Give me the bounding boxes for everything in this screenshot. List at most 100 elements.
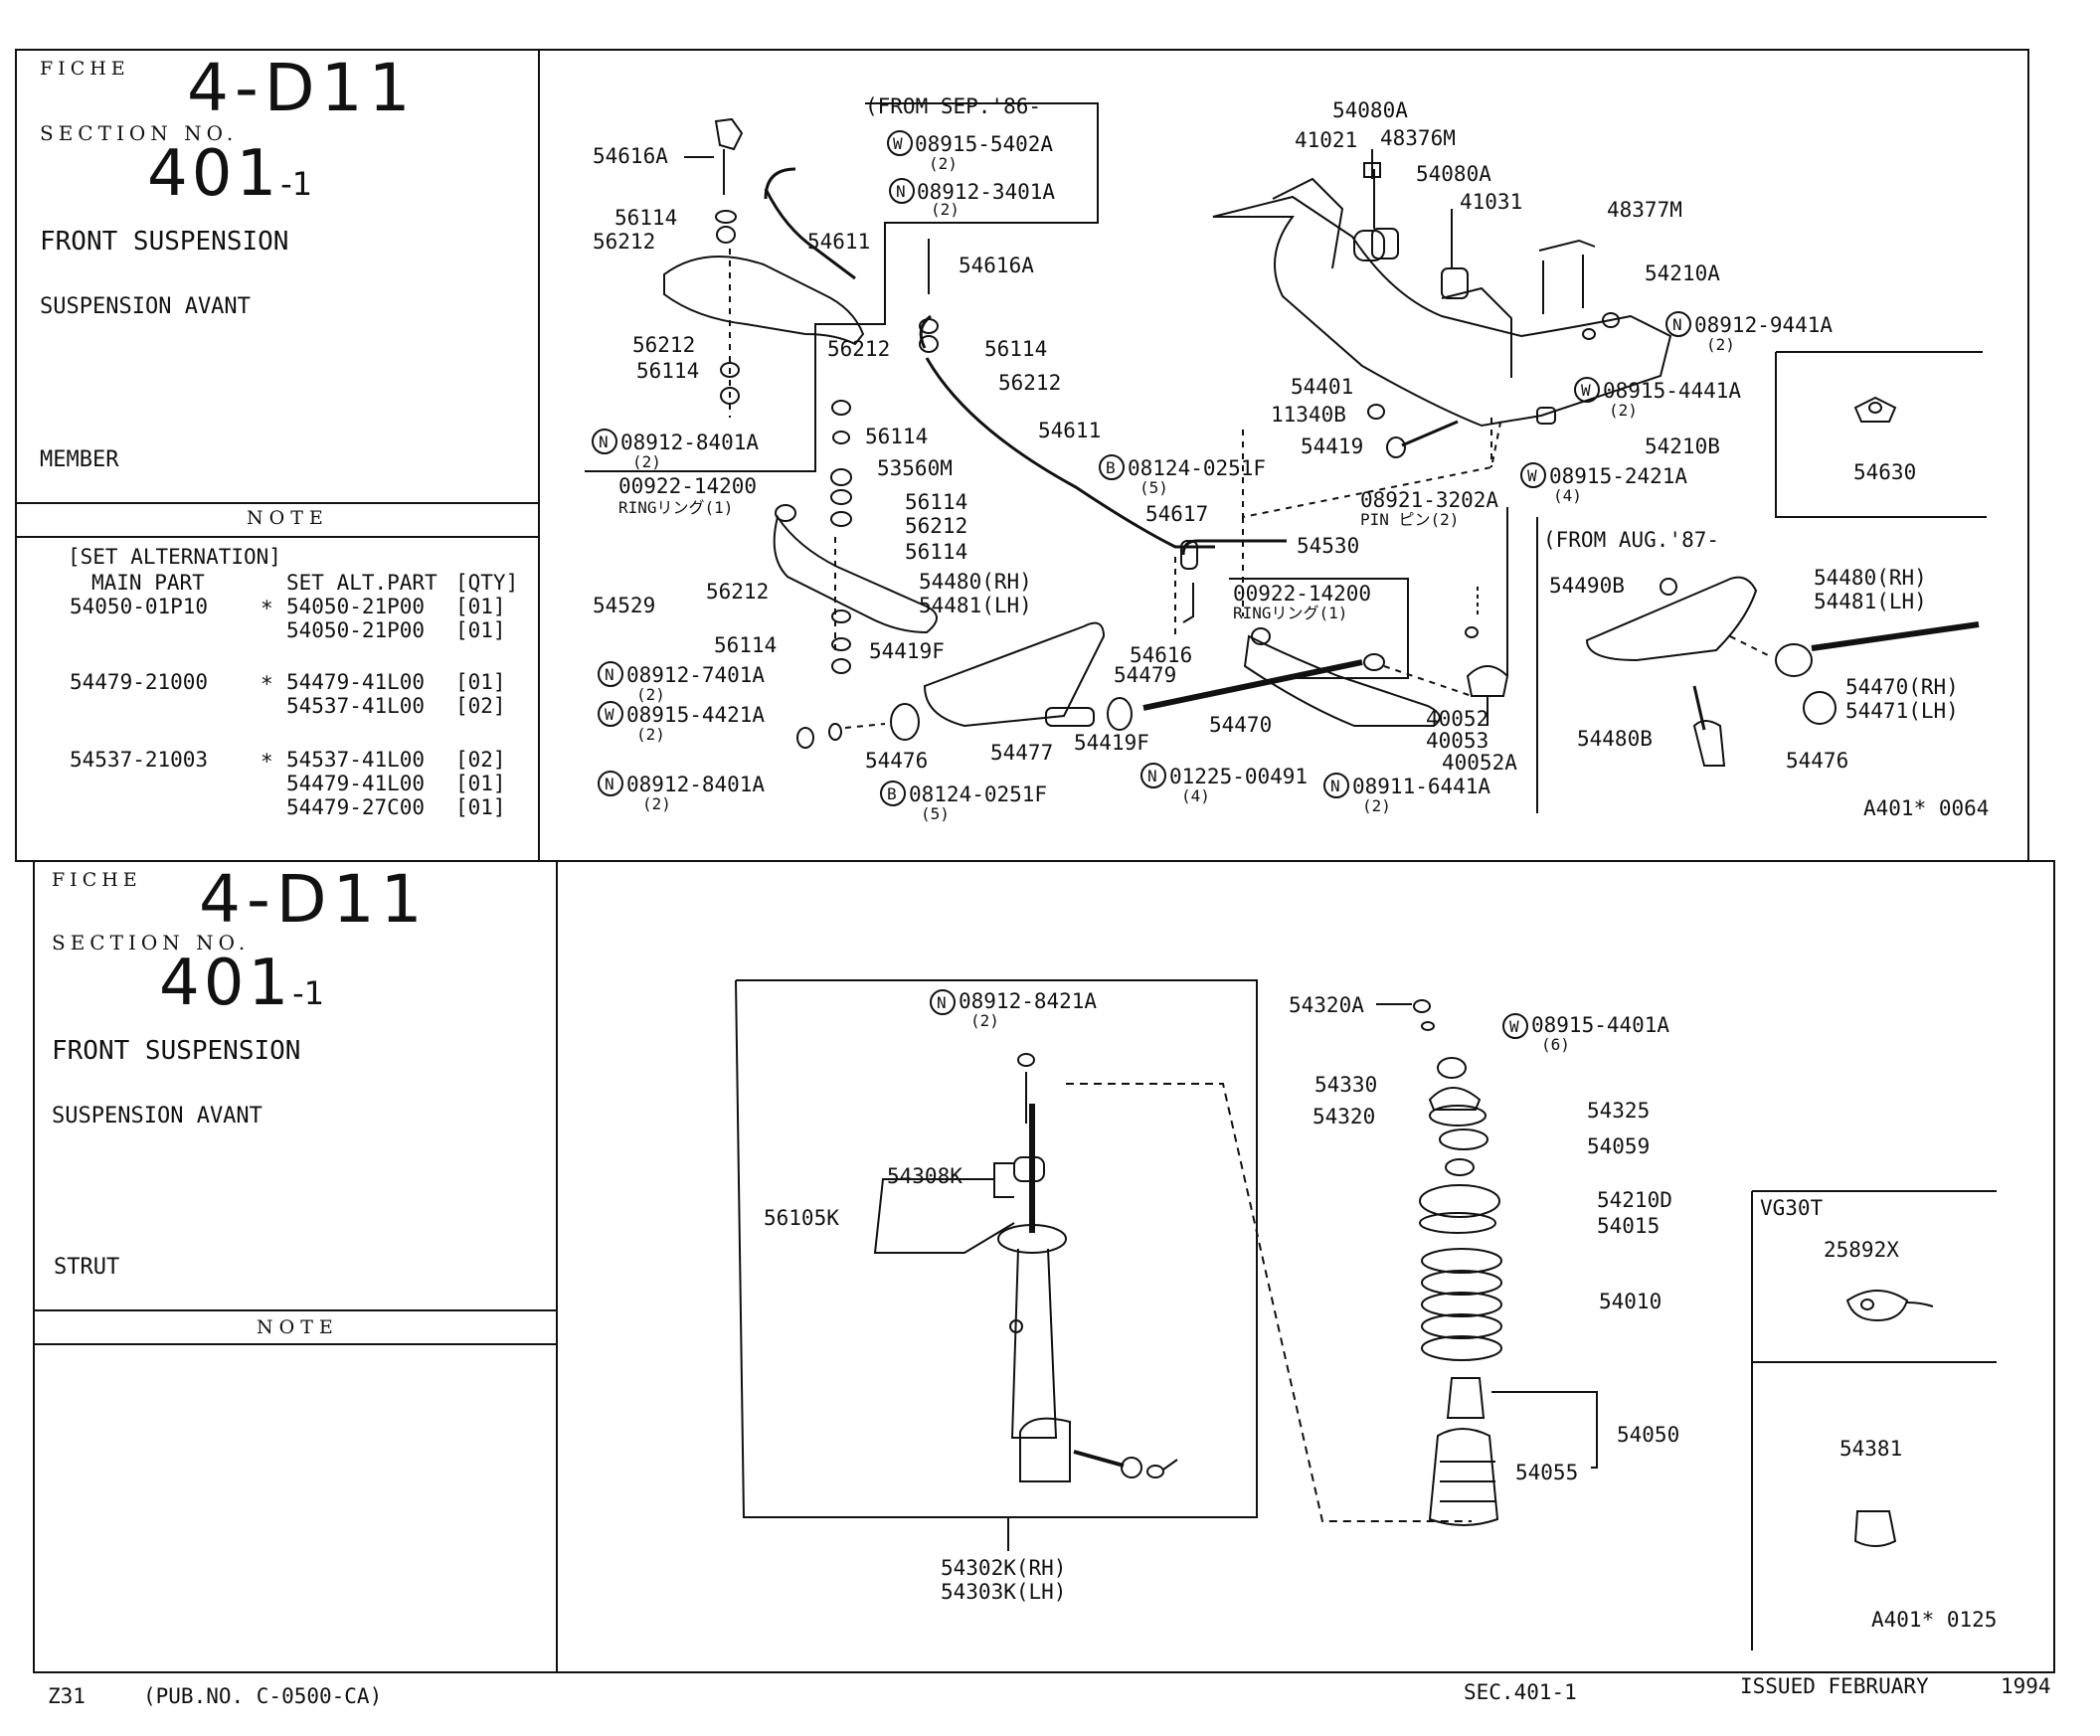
note-label: NOTE — [247, 507, 329, 529]
label-08915-2421a: 08915-2421A — [1549, 464, 1687, 488]
label-54330: 54330 — [1314, 1073, 1377, 1097]
label-54490b: 54490B — [1549, 574, 1625, 598]
label-54419f: 54419F — [1074, 731, 1149, 755]
label-11340b: 11340B — [1271, 403, 1346, 427]
label-08912-9441a: 08912-9441A — [1694, 313, 1833, 337]
knuckle — [1019, 1417, 1071, 1482]
label-08915-4421a: 08915-4421A — [626, 703, 765, 727]
label-40053: 40053 — [1426, 729, 1488, 753]
label-41021: 41021 — [1295, 128, 1357, 152]
label-56212: 56212 — [706, 580, 769, 604]
label-54611: 54611 — [1038, 419, 1101, 442]
section-number: 401-1 — [159, 947, 324, 1020]
qty-2: (2) — [636, 725, 665, 744]
insulator-54630 — [1853, 396, 1897, 423]
label-08124-0251f: 08124-0251F — [909, 782, 1047, 806]
set-alt-part: 54479-41L00 — [286, 772, 426, 795]
bracket-87 — [1585, 576, 1758, 662]
label-54477: 54477 — [990, 741, 1053, 765]
label-08911-6441a: 08911-6441A — [1352, 775, 1490, 798]
coil-spring — [1421, 1248, 1502, 1274]
label-54480-rh: 54480(RH) — [919, 570, 1032, 594]
svg-text:N: N — [1147, 767, 1157, 785]
sensor-25892x — [1845, 1290, 1909, 1322]
frame-lines — [15, 49, 2055, 1673]
qty-2: (2) — [1706, 335, 1735, 354]
set-alt-part: 54050-21P00 — [286, 595, 426, 618]
label-54617: 54617 — [1145, 502, 1208, 526]
set-alt-main: 54050-01P10 — [70, 595, 209, 618]
svg-text:B: B — [1106, 458, 1116, 477]
label-54529: 54529 — [593, 594, 655, 617]
section-main: 401 — [159, 947, 293, 1020]
bottom-diagram-art — [735, 979, 1997, 1650]
qty-2: (2) — [1362, 796, 1391, 815]
set-alt-mark: * — [261, 750, 273, 774]
svg-text:W: W — [1527, 466, 1537, 485]
top-diagram-labels: (FROM SEP.'86- 54616A W 08915-5402A (2) … — [592, 94, 1989, 823]
group-name: MEMBER — [40, 447, 119, 472]
label-54530: 54530 — [1297, 534, 1359, 558]
label-56212: 56212 — [632, 333, 695, 357]
label-54210a: 54210A — [1645, 261, 1720, 285]
label-25892x: 25892X — [1824, 1238, 1899, 1262]
section-main: 401 — [147, 137, 281, 211]
set-alt-part: 54479-27C00 — [286, 795, 426, 819]
label-54302k-rh: 54302K(RH) — [941, 1556, 1066, 1580]
set-alt-heading: [SET ALTERNATION] — [68, 545, 281, 569]
label-54210d: 54210D — [1597, 1188, 1672, 1212]
strut-box — [735, 979, 1258, 1518]
fiche-code: 4-D11 — [199, 861, 429, 938]
qty-2: (2) — [929, 154, 958, 173]
label-pin: PIN ピン(2) — [1360, 510, 1459, 529]
control-arm-upper — [663, 256, 865, 346]
svg-text:N: N — [1330, 777, 1340, 795]
col-main-part: MAIN PART — [91, 571, 205, 595]
model-code: Z31 — [48, 1684, 86, 1708]
label-56114: 56114 — [905, 540, 967, 564]
label-54616a: 54616A — [593, 144, 668, 168]
label-54471-lh: 54471(LH) — [1845, 699, 1959, 723]
label-54381: 54381 — [1839, 1437, 1902, 1461]
label-54479: 54479 — [1114, 663, 1176, 687]
bottom-diagram-labels: N 08912-8421A (2) 54308K 56105K 54302K(R… — [764, 989, 1997, 1632]
label-08912-8401a: 08912-8401A — [626, 773, 765, 796]
label-40052: 40052 — [1426, 707, 1488, 731]
label-54480-rh: 54480(RH) — [1814, 566, 1927, 590]
label-54010: 54010 — [1599, 1290, 1662, 1313]
label-54470: 54470 — [1209, 713, 1272, 737]
label-54470-rh: 54470(RH) — [1845, 675, 1959, 699]
set-alt-mark: * — [261, 672, 273, 696]
set-alt-qty: [01] — [455, 595, 506, 618]
stabilizer-bar-upper — [764, 188, 856, 280]
qty-5: (5) — [921, 804, 950, 823]
label-54616: 54616 — [1130, 643, 1192, 667]
label-56114: 56114 — [636, 359, 699, 383]
set-alt-main: 54537-21003 — [70, 748, 209, 772]
svg-text:W: W — [1509, 1017, 1519, 1036]
diagram-ref-0064: A401* 0064 — [1863, 796, 1989, 820]
label-54419f: 54419F — [869, 639, 945, 663]
label-08912-7401a: 08912-7401A — [626, 663, 765, 687]
label-41031: 41031 — [1460, 190, 1522, 214]
set-alt-qty: [01] — [455, 795, 506, 819]
svg-text:N: N — [605, 775, 614, 793]
label-54401: 54401 — [1291, 375, 1353, 399]
label-56212: 56212 — [593, 230, 655, 254]
section-label: SECTION NO. — [40, 121, 239, 145]
qty-5: (5) — [1139, 478, 1168, 497]
bump-stop — [1446, 1377, 1486, 1419]
qty-2: (2) — [642, 794, 671, 813]
label-56212: 56212 — [905, 514, 967, 538]
title-en: FRONT SUSPENSION — [52, 1036, 301, 1066]
label-54325: 54325 — [1587, 1099, 1650, 1123]
label-54320a: 54320A — [1289, 993, 1364, 1017]
label-08912-8421a: 08912-8421A — [959, 989, 1097, 1013]
set-alt-qty: [01] — [455, 772, 506, 795]
spring-seat-lower — [997, 1224, 1067, 1254]
svg-text:W: W — [605, 705, 614, 724]
label-56114: 56114 — [614, 206, 677, 230]
dust-boot — [1428, 1428, 1499, 1526]
set-alt-main: 54479-21000 — [70, 670, 209, 694]
note-label: NOTE — [257, 1316, 339, 1338]
